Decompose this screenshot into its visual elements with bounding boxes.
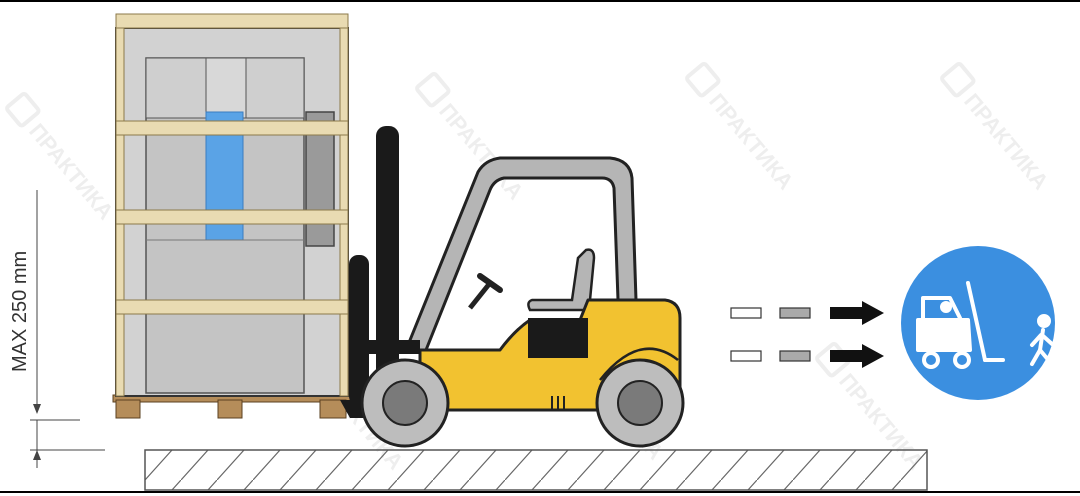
arrow-right-icon <box>830 301 884 325</box>
height-dimension: MAX 250 mm <box>9 190 105 468</box>
svg-text:ПРАКТИКА: ПРАКТИКА <box>959 89 1053 195</box>
forklift <box>340 126 683 446</box>
rear-wheel <box>597 360 683 446</box>
front-wheel <box>362 360 448 446</box>
max-height-label: MAX 250 mm <box>9 251 31 372</box>
forklift-seat <box>528 250 594 310</box>
svg-text:ПРАКТИКА: ПРАКТИКА <box>24 119 118 225</box>
crated-load <box>113 14 350 418</box>
forklift-pedestrian-sign <box>901 246 1055 400</box>
floor <box>145 450 927 490</box>
motion-arrows <box>731 301 884 368</box>
svg-text:ПРАКТИКА: ПРАКТИКА <box>704 89 798 195</box>
pallet <box>113 395 350 418</box>
